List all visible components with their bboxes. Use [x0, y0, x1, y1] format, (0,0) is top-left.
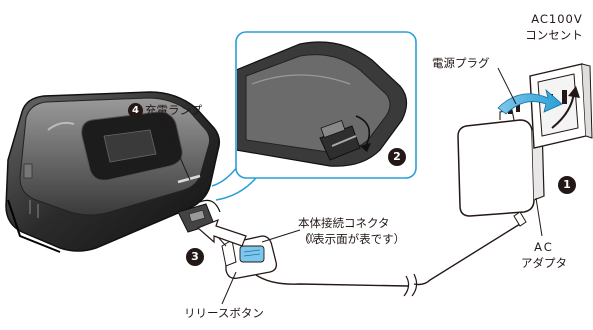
- connector-plug: [207, 225, 278, 279]
- power-plug-label: 電源プラグ: [432, 56, 490, 70]
- connector-name-label: 本体接続コネクタ: [298, 216, 390, 230]
- step-2-badge: 2: [388, 148, 406, 166]
- connector-note: （ 表示面が表です）◊◊: [298, 232, 405, 246]
- wall-outlet: [529, 63, 593, 149]
- inset-link-line-lower: [215, 177, 257, 201]
- inset-detail: [235, 31, 417, 179]
- charge-lamp-leader: [162, 118, 191, 181]
- release-button-label: リリースボタン: [184, 306, 264, 320]
- insert-arrow: [196, 218, 247, 247]
- cable-break-mark: [403, 273, 418, 297]
- plug-in-arrow: [497, 88, 563, 115]
- connector-symbol: ◊◊: [307, 233, 315, 244]
- outlet-voltage-label: AC100V: [531, 12, 583, 26]
- charge-lamp-label: 充電ランプ: [145, 103, 203, 117]
- adapter-leader: [535, 197, 543, 237]
- adapter-label-line2: アダプタ: [521, 256, 567, 270]
- step-4-badge: 4: [128, 103, 143, 118]
- power-plug-leader: [497, 67, 517, 105]
- release-button-leader: [221, 271, 237, 305]
- connector-note-text: （ 表示面が表です）: [298, 232, 406, 246]
- outlet-name-label: コンセント: [525, 28, 583, 42]
- step-3-badge: 3: [186, 248, 204, 266]
- step-1-badge: 1: [558, 176, 576, 194]
- ac-adapter: [457, 102, 545, 227]
- adapter-label-line1: AC: [534, 240, 554, 254]
- cable-upper: [413, 223, 521, 286]
- phone-illustration: [5, 91, 221, 253]
- connector-leader: [261, 229, 301, 243]
